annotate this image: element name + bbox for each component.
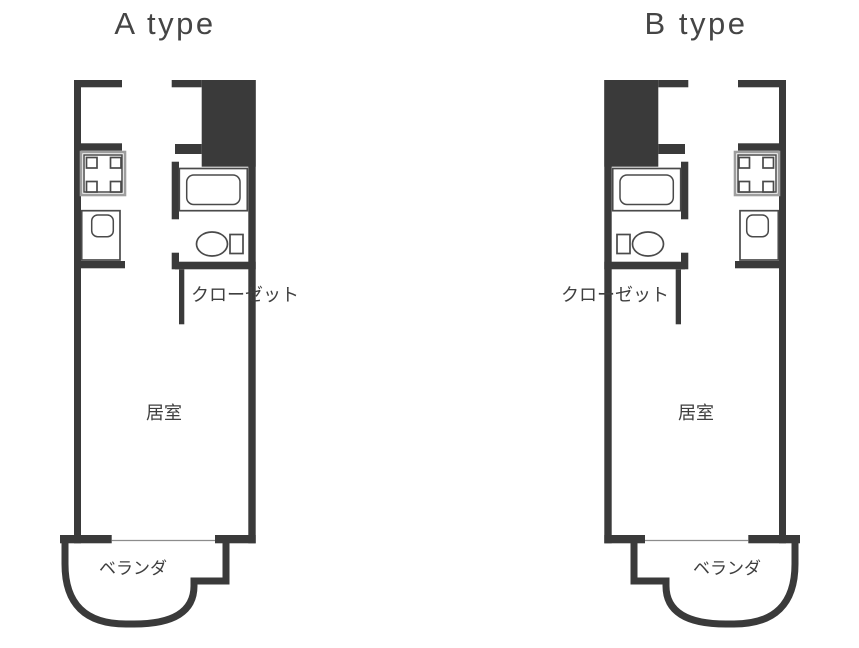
floor-plan-b: B type クローゼット 居室 ベランダ [554,0,804,648]
plan-a-drawing: クローゼット 居室 ベランダ [55,75,299,648]
plan-b-drawing: クローゼット 居室 ベランダ [561,75,804,648]
closet-label: クローゼット [561,285,669,305]
living-room-label: 居室 [146,403,182,423]
plan-b-title: B type [644,6,748,41]
plan-a-title: A type [114,6,216,41]
closet-label: クローゼット [191,285,299,305]
floor-plan-a: A type クローゼット 居室 ベランダ [55,0,305,648]
living-room-label: 居室 [678,403,714,423]
balcony-label: ベランダ [693,559,761,578]
balcony-label: ベランダ [99,559,167,578]
